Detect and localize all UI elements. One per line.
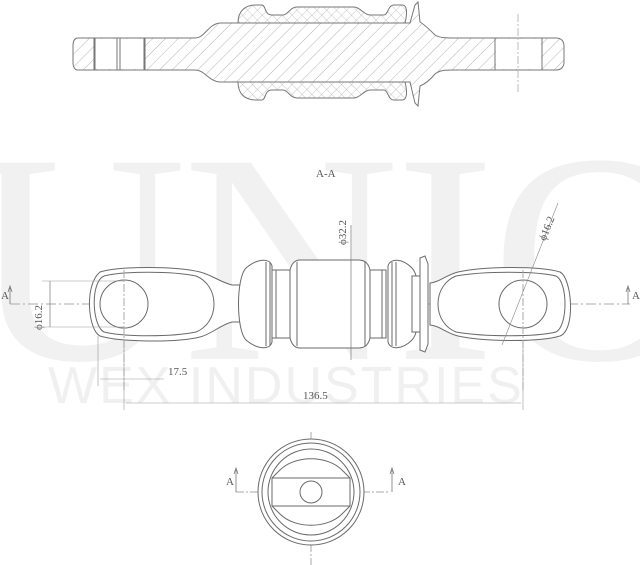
side-view bbox=[7, 202, 631, 410]
section-view bbox=[72, 0, 565, 108]
watermark-logo: UNIO bbox=[0, 92, 640, 424]
dimension-hole-offset: 17.5 bbox=[168, 366, 188, 378]
dimension-outer-diameter: ϕ32.2 bbox=[337, 219, 349, 245]
section-marker-right: A bbox=[632, 290, 640, 302]
end-section-marker-right: A bbox=[398, 476, 406, 488]
dimension-overall-length: 136.5 bbox=[303, 390, 328, 402]
end-view bbox=[233, 432, 395, 565]
section-label: A-A bbox=[316, 168, 336, 180]
dimension-hole-left: ϕ16.2 bbox=[33, 304, 45, 330]
end-section-marker-left: A bbox=[226, 476, 234, 488]
section-marker-left: A bbox=[1, 290, 9, 302]
watermark-company: WEX INDUSTRIES bbox=[48, 357, 524, 415]
